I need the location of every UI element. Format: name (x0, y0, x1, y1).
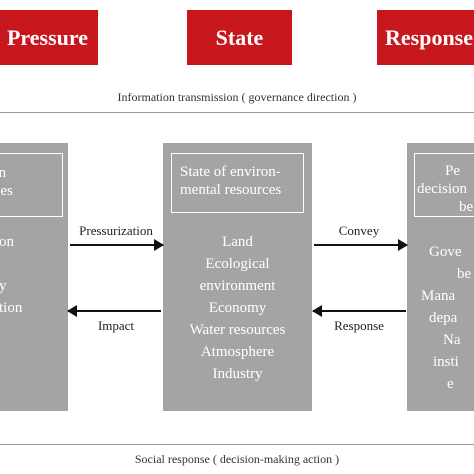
pressure-item: ation (0, 234, 14, 250)
pressure-box: an ties ation gy stry nption er (0, 143, 68, 411)
response-items: Gove be Mana depa Na insti e (421, 241, 472, 395)
response-item: depa (429, 310, 458, 326)
response-item: insti (433, 354, 459, 370)
state-box: State of environ- mental resources Land … (163, 143, 312, 411)
pressure-item: er (0, 319, 22, 341)
pressure-items: ation gy stry nption er (0, 231, 22, 341)
state-title-line: State of environ- (180, 164, 281, 180)
pressure-header-label: Pressure (6, 24, 88, 50)
bottom-caption: Social response ( decision-making action… (134, 452, 340, 466)
response-title-line: decision (417, 181, 467, 197)
state-header: State (187, 10, 292, 65)
impact-label: Impact (97, 318, 135, 333)
pressure-header: Pressure (0, 10, 98, 65)
response-item: Na (443, 332, 461, 348)
impact-arrow (67, 305, 161, 317)
convey-arrow (314, 239, 408, 251)
pressure-item: stry (0, 278, 7, 294)
pressure-box-title: an ties (0, 153, 63, 217)
bottom-divider (0, 444, 474, 445)
state-item: environment (199, 278, 276, 294)
state-item: Economy (208, 300, 267, 316)
response-item: Gove (429, 244, 462, 260)
pressure-item: nption (0, 300, 23, 316)
convey-label: Convey (338, 223, 380, 238)
pressure-item: gy (0, 253, 22, 275)
response-arrow-label: Response (334, 318, 384, 333)
state-item: Water resources (189, 322, 286, 338)
state-item: Atmosphere (200, 344, 275, 360)
response-item: be (457, 266, 472, 282)
response-header: Response (377, 10, 474, 65)
top-caption: Information transmission ( governance di… (117, 90, 357, 104)
top-divider (0, 112, 474, 113)
state-box-title: State of environ- mental resources (171, 153, 304, 213)
pressurization-label: Pressurization (79, 223, 153, 238)
state-item: Industry (212, 366, 263, 382)
response-item: e (447, 376, 454, 392)
state-item: Ecological (205, 256, 270, 272)
response-header-label: Response (385, 24, 474, 50)
state-items: Land Ecological environment Economy Wate… (163, 231, 312, 385)
response-title-line: Pe (445, 163, 460, 179)
response-arrow (312, 305, 406, 317)
pressure-title-line: an (0, 165, 7, 181)
response-title-line: be (459, 199, 474, 215)
response-item: Mana (421, 288, 456, 304)
state-title-line: mental resources (180, 182, 282, 198)
state-header-label: State (215, 24, 264, 50)
pressurization-arrow (70, 239, 164, 251)
pressure-title-line: ties (0, 183, 13, 199)
response-box: Pe decision be Gove be Mana depa Na inst… (407, 143, 474, 411)
response-box-title: Pe decision be (414, 153, 474, 217)
state-item: Land (222, 234, 253, 250)
